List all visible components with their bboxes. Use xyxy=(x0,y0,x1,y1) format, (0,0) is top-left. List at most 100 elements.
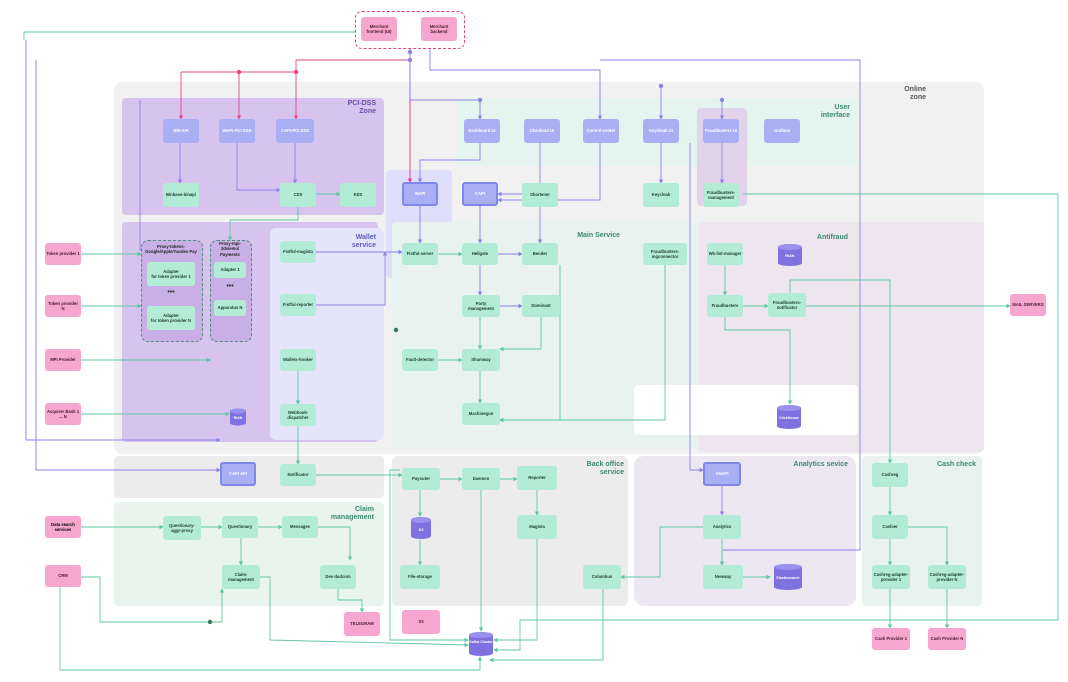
connector-line xyxy=(227,207,299,241)
keycloak-node[interactable]: Keycloak xyxy=(643,183,679,207)
acquirer-node[interactable]: Acquirer Bank 1 ... N xyxy=(45,403,81,425)
bin-api-node[interactable]: BIN API xyxy=(163,119,199,143)
analytics-node[interactable]: Analytics xyxy=(703,515,741,539)
telegram-node[interactable]: TELEGRAM xyxy=(344,612,380,636)
fistful-reporter-node[interactable]: Fistful-reporter xyxy=(280,294,316,316)
reporter-node[interactable]: Reporter xyxy=(517,466,557,490)
kafka-label: Kafka Cluster xyxy=(469,640,493,644)
claim-mgmt-node[interactable]: Claim-management xyxy=(222,565,260,589)
capi-node[interactable]: CAPI xyxy=(462,182,498,206)
adapter-token-n-node[interactable]: Adapter for token provider N xyxy=(147,306,195,330)
data-search-node[interactable]: Data search services xyxy=(45,516,81,538)
connector-line xyxy=(236,143,281,193)
connector-line xyxy=(316,251,388,306)
connector-line xyxy=(493,539,538,643)
junction-dot xyxy=(393,327,399,333)
fb-connector-node[interactable]: Fraudbusters-mgconnector xyxy=(643,243,687,265)
magista-node[interactable]: Magista xyxy=(517,515,557,539)
messages-node[interactable]: Messages xyxy=(282,516,318,538)
connector-line xyxy=(81,576,225,623)
cash-provider-1-node[interactable]: Cash Provider 1 xyxy=(872,628,910,650)
wapi-node[interactable]: WAPI xyxy=(402,182,438,206)
binbase-node[interactable]: Binbase-binapi xyxy=(163,183,199,207)
file-storage-node[interactable]: File-storage xyxy=(400,565,440,589)
wallets-hooker-node[interactable]: Wallets-hooker xyxy=(280,349,316,371)
fistful-server-node[interactable]: Fistful-server xyxy=(402,243,438,265)
connector-line xyxy=(620,526,703,580)
cash-provider-n-node[interactable]: Cash Provider N xyxy=(928,628,966,650)
dev-dadcom-node[interactable]: Dev-dadcom xyxy=(320,565,356,589)
adapter-mpi-n-node[interactable]: Apparatus N xyxy=(214,300,246,316)
dashboard-ui-node[interactable]: Dashboard UI xyxy=(464,119,500,143)
token-provider-1-node[interactable]: Token provider 1 xyxy=(45,243,81,265)
zone-user-interface: User interface xyxy=(820,104,850,120)
daemon-node[interactable]: Daemon xyxy=(462,468,500,490)
hellgate-node[interactable]: Hellgate xyxy=(462,243,498,265)
shumway-node[interactable]: Shumway xyxy=(462,349,500,371)
dominant-node[interactable]: Dominant xyxy=(522,295,560,317)
junction-dot xyxy=(719,97,725,103)
connector-line xyxy=(689,143,704,473)
machinegun-node[interactable]: Machinegun xyxy=(462,403,500,425)
connector-line xyxy=(337,589,365,613)
cashier-node[interactable]: Cashier xyxy=(872,515,908,539)
database-icon xyxy=(411,517,431,539)
adapter-token-1-node[interactable]: Adapter for token provider 1 xyxy=(147,262,195,286)
control-center-node[interactable]: Control-center xyxy=(583,119,619,143)
cds-node[interactable]: CDS xyxy=(280,183,316,207)
notificator-node[interactable]: Notificator xyxy=(280,464,316,486)
junction-dot xyxy=(407,57,413,63)
junction-dot xyxy=(407,49,413,55)
zone-antifraud: Antifraud xyxy=(816,234,848,241)
fraudbusters-node[interactable]: Fraudbusters xyxy=(707,295,743,317)
junction-dot xyxy=(477,97,483,103)
fraudbusters-ui-node[interactable]: Fraudbusters UI xyxy=(703,119,739,143)
cashreg-node[interactable]: Cashreg xyxy=(872,463,908,487)
cashreg-adapter-n-node[interactable]: Cashreg-adapter-provider N xyxy=(928,565,966,589)
connector-line xyxy=(409,47,483,120)
crm-node[interactable]: CRM xyxy=(45,565,81,587)
merchant-backend-node[interactable]: Merchant backend xyxy=(421,17,457,41)
capi-pci-node[interactable]: CAPI-PCI DSS xyxy=(276,119,314,143)
bender-node[interactable]: Bender xyxy=(522,243,558,265)
connector-line xyxy=(35,60,221,473)
zone-backoffice: Back office service xyxy=(586,461,624,477)
mpi-provider-node[interactable]: MPI Provider xyxy=(45,349,81,371)
capi-v2-node[interactable]: CAPI API xyxy=(220,462,256,486)
grafana-node[interactable]: Grafana xyxy=(764,119,800,143)
columbus-node[interactable]: Columbus xyxy=(583,565,621,589)
riak-pci-db: RIAK xyxy=(229,408,247,426)
shortener-node[interactable]: Shortener xyxy=(522,183,558,207)
anapi-node[interactable]: ANAPI xyxy=(703,462,741,486)
fistful-magista-node[interactable]: Fistful-magista xyxy=(280,241,316,263)
database-icon xyxy=(774,564,802,590)
connector-line xyxy=(417,143,481,183)
proxy-tokens-title: Proxy-tokens-Google/Apple/Yandex Pay xyxy=(145,243,197,254)
token-provider-n-node[interactable]: Token provider N xyxy=(45,295,81,317)
s3-big-node[interactable]: S3 xyxy=(402,610,440,634)
elasticsearch-label: Elasticsearch xyxy=(776,576,800,580)
wapi-pci-node[interactable]: WAPI-PCI DSS xyxy=(219,119,255,143)
zone-claim: Claim management xyxy=(330,506,374,522)
fb-notificator-node[interactable]: Fraudbusters-notificator xyxy=(768,293,806,317)
payouter-node[interactable]: Payouter xyxy=(402,468,440,490)
merchant-frontend-node[interactable]: Merchant frontend (UI) xyxy=(361,17,397,41)
adapter-mpi-1-node[interactable]: Adapter 1 xyxy=(214,262,246,278)
questionary-node[interactable]: Questionary xyxy=(222,516,258,538)
keycloak-ui-node[interactable]: Keycloak UI xyxy=(643,119,679,143)
webhook-dispatcher-node[interactable]: Webhook-dispatcher xyxy=(280,404,316,426)
questionary-proxy-node[interactable]: Questionary-aggr-proxy xyxy=(163,516,201,540)
junction-dot xyxy=(236,69,242,75)
connector-line xyxy=(429,47,603,120)
wblist-node[interactable]: Wb-list-manager xyxy=(707,243,743,265)
checkout-ui-node[interactable]: Checkout UI xyxy=(524,119,560,143)
fb-management-node[interactable]: Fraudbusters-management xyxy=(703,183,739,207)
kafka-db: Kafka Cluster xyxy=(468,631,494,657)
mail-server-node[interactable]: MAIL SERVERS xyxy=(1010,294,1046,316)
party-management-node[interactable]: Party management xyxy=(462,295,500,317)
s3-db: S3 xyxy=(410,516,432,540)
cashreg-adapter-1-node[interactable]: Cashreg-adapter-provider 1 xyxy=(872,565,910,589)
fault-detector-node[interactable]: Fault-detector xyxy=(402,349,438,371)
kds-node[interactable]: KDS xyxy=(340,183,376,207)
newway-node[interactable]: Newway xyxy=(703,565,743,589)
